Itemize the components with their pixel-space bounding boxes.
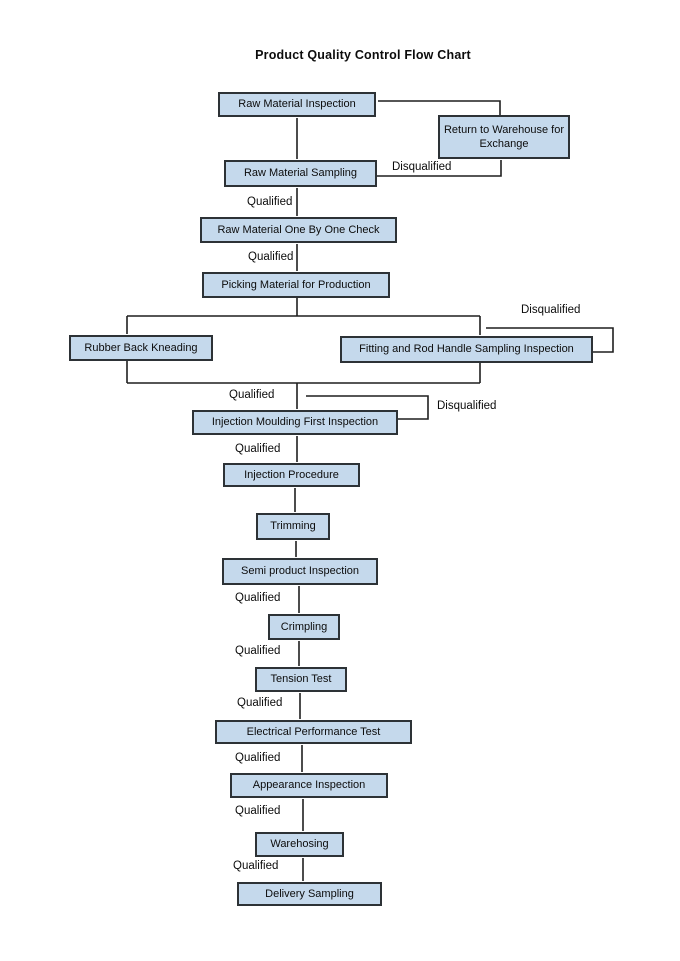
- node-semi-product-inspection: Semi product Inspection: [222, 558, 378, 585]
- node-return-to-warehouse: Return to Warehouse for Exchange: [438, 115, 570, 159]
- edge-label-disqualified-fitting: Disqualified: [521, 304, 581, 316]
- node-crimpling: Crimpling: [268, 614, 340, 640]
- node-electrical-performance-test: Electrical Performance Test: [215, 720, 412, 744]
- page-title: Product Quality Control Flow Chart: [255, 48, 471, 62]
- node-tension-test: Tension Test: [255, 667, 347, 692]
- connector-return-to-inspection: [378, 100, 501, 115]
- node-delivery-sampling: Delivery Sampling: [237, 882, 382, 906]
- edge-label-qualified-tension: Qualified: [237, 697, 283, 709]
- edge-label-disqualified-moulding: Disqualified: [437, 400, 497, 412]
- node-trimming: Trimming: [256, 513, 330, 540]
- edge-label-qualified-appearance: Qualified: [235, 805, 281, 817]
- edge-label-qualified-electrical: Qualified: [235, 752, 281, 764]
- node-raw-material-one-by-one-check: Raw Material One By One Check: [200, 217, 397, 243]
- edge-label-qualified-sampling: Qualified: [247, 196, 293, 208]
- edge-label-qualified-merge: Qualified: [229, 389, 275, 401]
- node-warehosing: Warehosing: [255, 832, 344, 857]
- node-fitting-rod-handle-sampling-inspection: Fitting and Rod Handle Sampling Inspecti…: [340, 336, 593, 363]
- node-injection-moulding-first-inspection: Injection Moulding First Inspection: [192, 410, 398, 435]
- node-raw-material-inspection: Raw Material Inspection: [218, 92, 376, 117]
- edge-label-qualified-warehosing: Qualified: [233, 860, 279, 872]
- node-appearance-inspection: Appearance Inspection: [230, 773, 388, 798]
- node-rubber-back-kneading: Rubber Back Kneading: [69, 335, 213, 361]
- connector-moulding-disqualified-loop: [306, 395, 429, 420]
- edge-label-disqualified-sampling: Disqualified: [392, 161, 452, 173]
- edge-label-qualified-crimpling: Qualified: [235, 645, 281, 657]
- connector-sampling-disqualified-to-return: [377, 160, 502, 177]
- connector-fitting-disqualified-loop: [486, 327, 614, 353]
- edge-label-qualified-check: Qualified: [248, 251, 294, 263]
- node-injection-procedure: Injection Procedure: [223, 463, 360, 487]
- node-picking-material-for-production: Picking Material for Production: [202, 272, 390, 298]
- edge-label-qualified-moulding: Qualified: [235, 443, 281, 455]
- node-raw-material-sampling: Raw Material Sampling: [224, 160, 377, 187]
- edge-label-qualified-semi: Qualified: [235, 592, 281, 604]
